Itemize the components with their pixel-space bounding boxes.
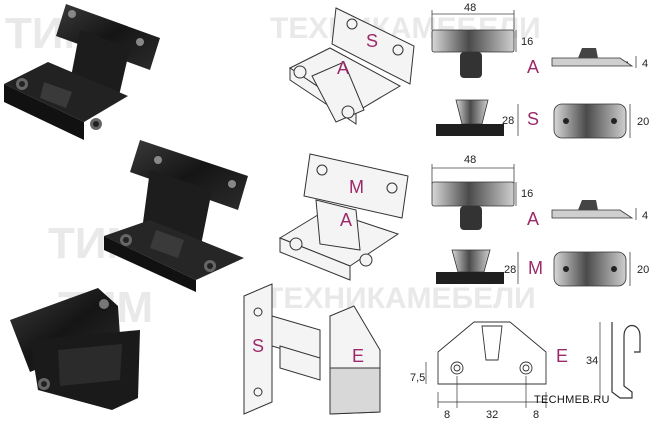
tech-view-top-a: [431, 10, 637, 78]
letter-e-tech: E: [556, 346, 568, 366]
dim-8-right: 8: [533, 409, 539, 421]
drawing-part-a-s: [289, 7, 415, 125]
photo-part-m: [104, 140, 248, 292]
photo-part-e: [10, 288, 140, 410]
dim-20-top: 20: [637, 116, 649, 128]
dim-16-mid: 16: [521, 188, 533, 200]
dim-28-top: 28: [502, 115, 514, 127]
letter-e-bottom: E: [352, 346, 364, 366]
watermark-logo-mid: ТЕХНИКАМЕБЕЛИ: [265, 282, 536, 315]
dim-16-top: 16: [521, 36, 533, 48]
letter-s-tech-top: S: [527, 109, 539, 129]
drawing-part-s-e: [243, 283, 381, 415]
letter-a-tech-top: A: [527, 57, 539, 77]
tech-view-mid-a: [431, 164, 637, 230]
dim-48-top: 48: [464, 2, 476, 14]
letter-a-top: A: [337, 58, 349, 78]
dim-34: 34: [586, 355, 598, 367]
letter-s-bottom: S: [252, 336, 264, 356]
tech-view-mid-m: [436, 249, 631, 287]
dim-28-mid: 28: [504, 264, 516, 276]
dim-20-mid: 20: [637, 264, 649, 276]
letter-a-tech-mid: A: [527, 209, 539, 229]
tech-view-bottom-e: [425, 321, 641, 408]
dim-7-5: 7,5: [410, 372, 425, 384]
photo-part-a: [4, 4, 160, 140]
tech-view-top-s: [436, 99, 631, 139]
dim-32: 32: [486, 409, 498, 421]
letter-a-mid: A: [340, 210, 352, 230]
letter-m-tech: M: [528, 258, 543, 278]
dim-48-mid: 48: [464, 154, 476, 166]
dim-4-mid: 4: [642, 210, 648, 222]
letter-s-top: S: [366, 31, 378, 51]
dim-4-top: 4: [642, 58, 648, 70]
letter-m-mid: M: [349, 177, 364, 197]
site-caption: TECHMEB.RU: [534, 394, 610, 406]
drawing-part-m-a: [278, 153, 409, 281]
dim-8-left: 8: [444, 409, 450, 421]
